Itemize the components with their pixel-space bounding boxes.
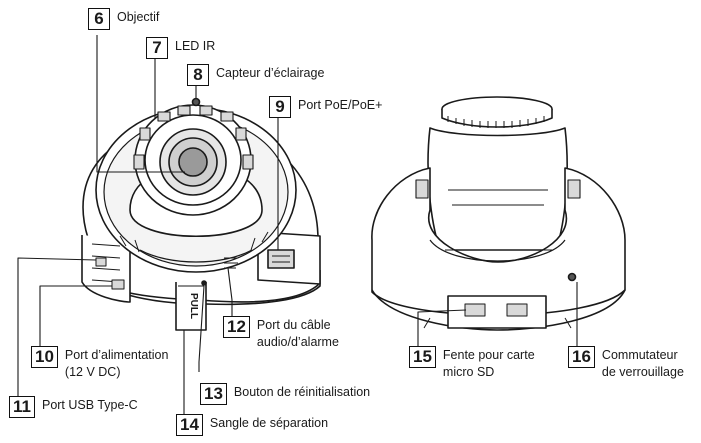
callout-number: 9: [269, 96, 291, 118]
callout-number: 10: [31, 346, 58, 368]
strap-pull-text: PULL: [188, 293, 199, 319]
callout-8: 8 Capteur d’éclairage: [187, 64, 324, 86]
callout-number: 7: [146, 37, 168, 59]
callout-label: Port USB Type-C: [41, 398, 138, 412]
callout-label: Port PoE/PoE+: [298, 98, 383, 112]
callout-10: 10 Port d’alimentation(12 V DC): [31, 346, 168, 381]
callout-14: 14 Sangle de séparation: [176, 414, 328, 436]
callout-label: Capteur d’éclairage: [216, 66, 325, 80]
front-camera-drawing: [81, 97, 321, 331]
callout-number: 8: [187, 64, 209, 86]
callout-number: 13: [200, 383, 227, 405]
callout-number: 11: [9, 396, 35, 418]
callout-label: Bouton de réinitialisation: [233, 385, 371, 399]
callout-6: 6 Objectif: [88, 8, 159, 30]
callout-label: Port d’alimentation(12 V DC): [64, 348, 169, 379]
callout-13: 13 Bouton de réinitialisation: [200, 383, 370, 405]
callout-number: 12: [223, 316, 250, 338]
callout-number: 6: [88, 8, 110, 30]
callout-7: 7 LED IR: [146, 37, 215, 59]
leader-lines: [17, 35, 578, 416]
callout-9: 9 Port PoE/PoE+: [269, 96, 382, 118]
callout-11: 11 Port USB Type-C: [9, 396, 138, 418]
callout-label: Sangle de séparation: [209, 416, 329, 430]
callout-number: 16: [568, 346, 595, 368]
rear-camera-drawing: [371, 96, 626, 331]
callout-number: 14: [176, 414, 203, 436]
callout-label: Objectif: [117, 10, 160, 24]
callout-label: LED IR: [175, 39, 216, 53]
callout-number: 15: [409, 346, 436, 368]
